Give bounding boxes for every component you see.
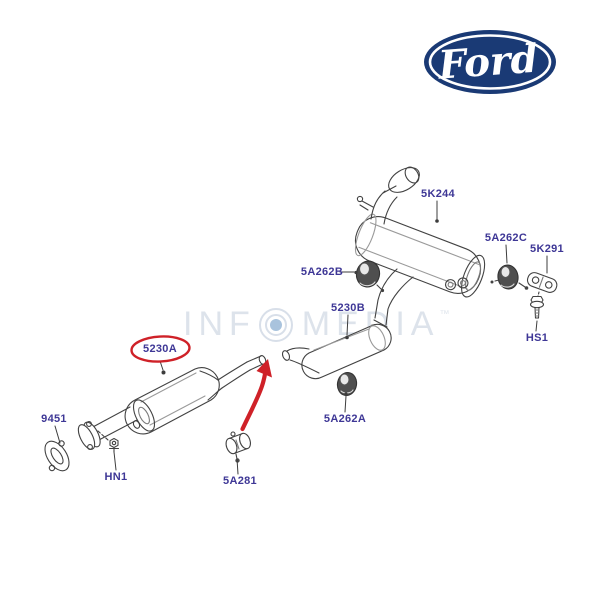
highlight-ellipse [130,335,191,363]
pointer-arrow [240,359,272,432]
watermark-text-prefix: INF [183,305,256,343]
tailpipe-drawing [356,166,420,225]
clamp-5a281-drawing [225,431,251,463]
front-downpipe-drawing [77,406,138,450]
leader-lines [54,200,548,475]
part-label-5a262c[interactable]: 5A262C [484,232,528,244]
watermark-trademark: ™ [439,309,450,320]
part-label-hs1[interactable]: HS1 [525,332,549,344]
part-label-5a262b[interactable]: 5A262B [300,266,344,278]
part-label-5a281[interactable]: 5A281 [223,475,257,487]
hanger-5a262c-drawing [490,264,529,290]
part-label-5230a-highlighted[interactable]: 5230A [143,343,177,355]
part-label-5a262a[interactable]: 5A262A [323,413,367,425]
bolt-hs1-drawing [529,291,545,319]
ford-oval [424,30,556,94]
infomedia-logo-center-dot [269,318,282,331]
part-label-5k291[interactable]: 5K291 [530,243,564,255]
part-label-5230b[interactable]: 5230B [331,302,365,314]
infomedia-logo-outer-ring [258,307,293,342]
hanger-5a262a-drawing [336,372,358,396]
intermediate-pipe-drawing [199,355,267,401]
ford-logo: Ford [424,30,556,94]
nut-hn1-drawing [97,430,120,453]
infomedia-logo-inner-ring [264,313,287,336]
part-label-hn1[interactable]: HN1 [104,471,128,483]
rear-muffler-5k244-drawing [354,213,486,298]
part-label-5k244[interactable]: 5K244 [421,188,455,200]
infomedia-logo-icon [258,307,293,342]
center-muffler-5230b-drawing [281,323,392,380]
ford-script-text: Ford [436,36,539,89]
part-label-9451[interactable]: 9451 [41,413,67,425]
front-muffler-5230a-drawing [124,367,220,435]
gasket-9451-drawing [44,440,70,472]
ford-oval-ring [428,34,552,90]
bracket-5k291-drawing [526,272,558,293]
